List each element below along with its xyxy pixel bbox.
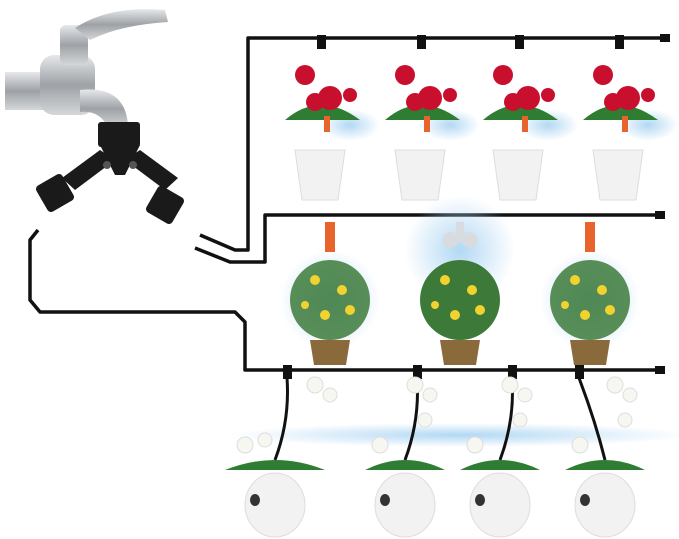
orchid-row — [225, 365, 679, 538]
yellow-flower-row — [280, 195, 640, 365]
rose-pot — [583, 35, 678, 201]
yellow-flower-pot — [540, 222, 640, 365]
tee-connector-icon — [508, 365, 517, 379]
mist-nozzle-icon — [442, 222, 478, 248]
rose-pot — [285, 35, 380, 201]
rose-pot — [483, 35, 578, 201]
tube-end-caps — [655, 34, 670, 374]
yellow-flower-pot — [405, 195, 515, 365]
y-splitter-icon — [35, 122, 185, 225]
tee-connector-icon — [417, 35, 426, 49]
rose-row — [285, 35, 678, 201]
orchid-pot — [225, 365, 338, 538]
orchid-pot — [565, 365, 645, 538]
mist-nozzle-icon — [585, 222, 595, 252]
orchid-pot — [365, 365, 445, 538]
rose-pot — [385, 35, 480, 201]
yellow-flower-pot — [280, 222, 380, 365]
faucet-icon — [5, 9, 168, 128]
tee-connector-icon — [575, 365, 584, 379]
tee-connector-icon — [283, 365, 292, 379]
tee-connector-icon — [615, 35, 624, 49]
tee-connector-icon — [413, 365, 422, 379]
mist-nozzle-icon — [325, 222, 335, 252]
tee-connector-icon — [515, 35, 524, 49]
tee-connector-icon — [317, 35, 326, 49]
tubing — [28, 36, 665, 372]
orchid-pot — [460, 365, 540, 538]
